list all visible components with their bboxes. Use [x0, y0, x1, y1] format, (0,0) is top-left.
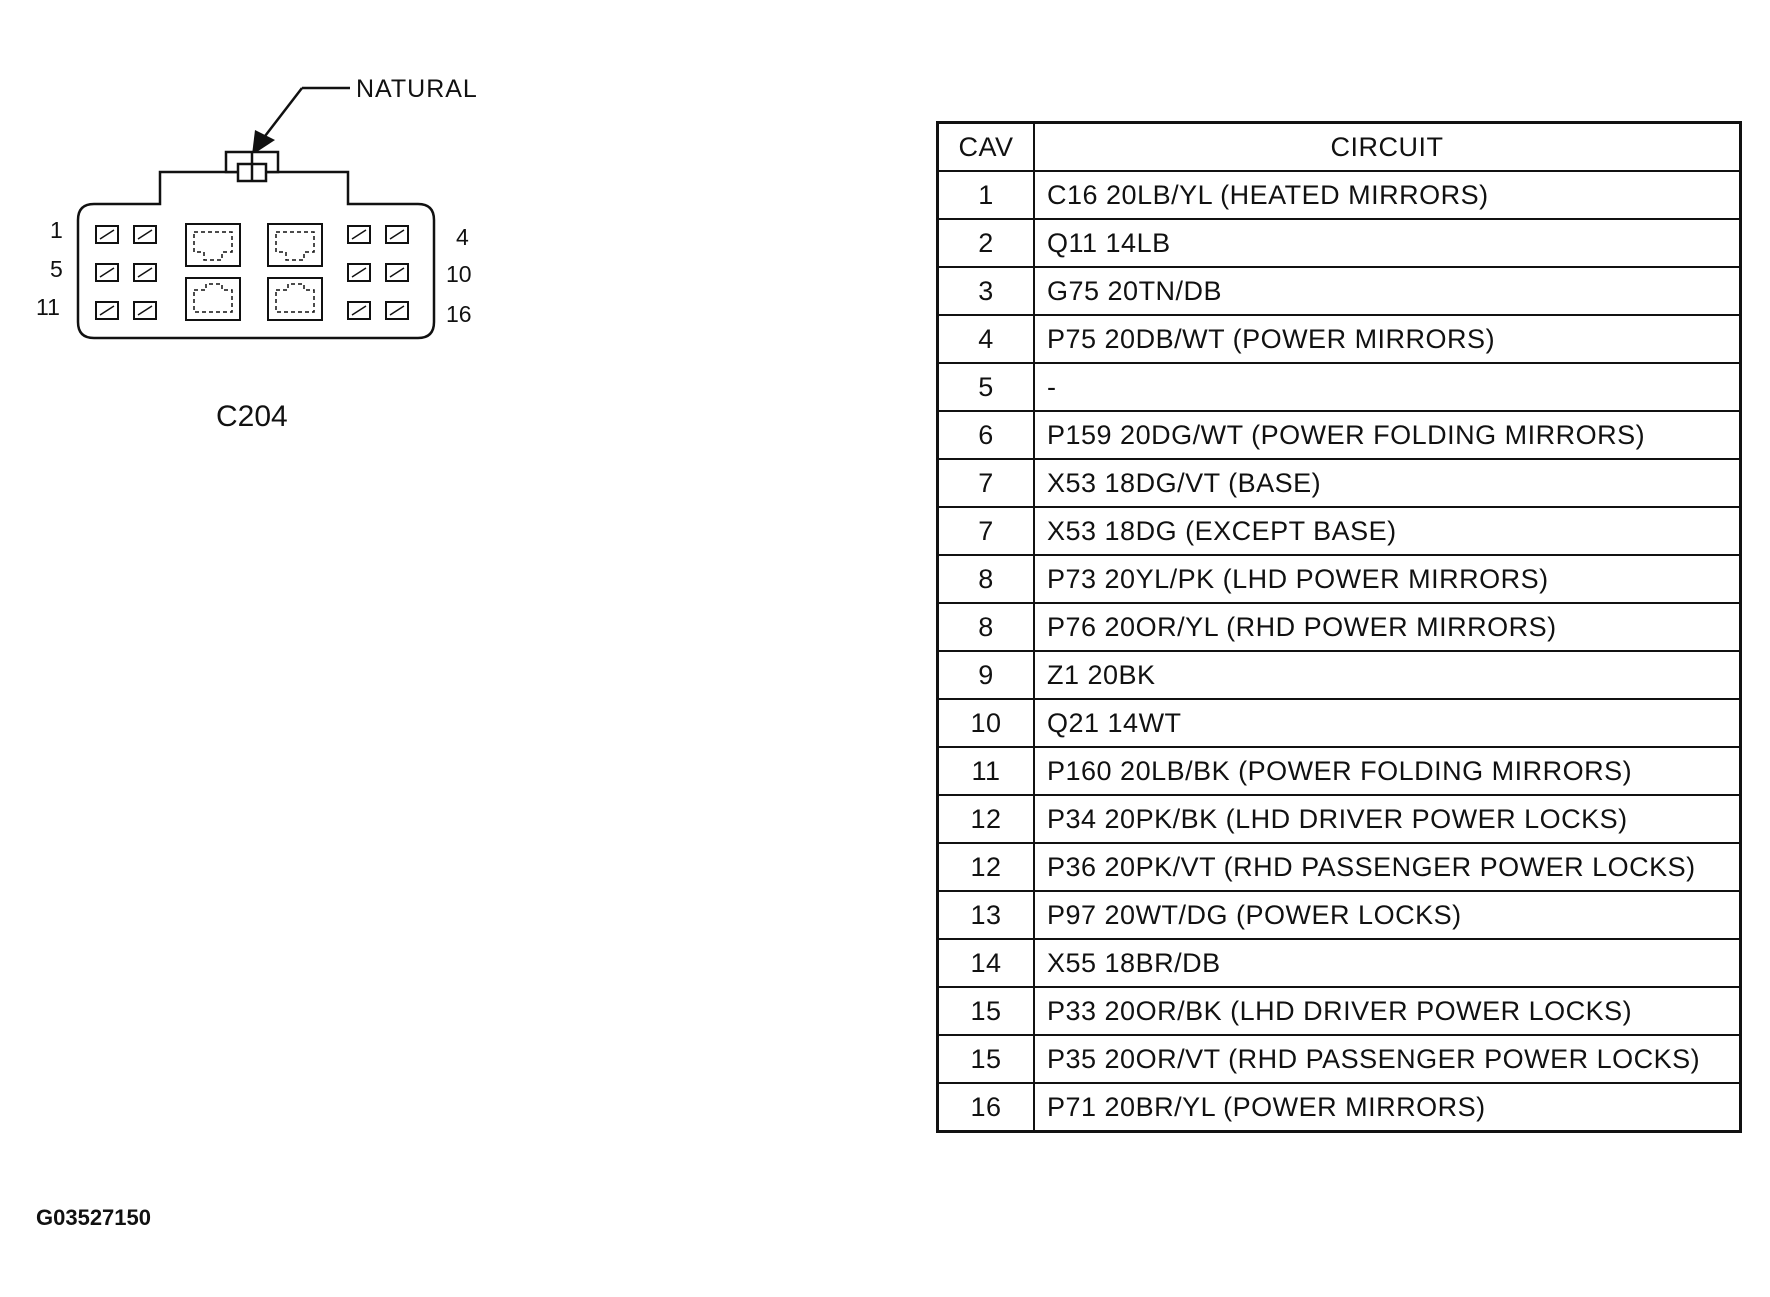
header-cav: CAV — [936, 121, 1035, 172]
circuit-cell: P76 20OR/YL (RHD POWER MIRRORS) — [1033, 602, 1742, 652]
circuit-cell: C16 20LB/YL (HEATED MIRRORS) — [1033, 170, 1742, 220]
circuit-cell: P75 20DB/WT (POWER MIRRORS) — [1033, 314, 1742, 364]
cav-cell: 13 — [936, 890, 1035, 940]
cav-cell: 15 — [936, 1034, 1035, 1084]
connector-c204-diagram: NATURAL 1 — [36, 75, 478, 433]
cavity-group-left — [95, 225, 157, 320]
cav-cell: 5 — [936, 362, 1035, 412]
cavity-label-1: 1 — [50, 217, 63, 243]
circuit-cell: P34 20PK/BK (LHD DRIVER POWER LOCKS) — [1033, 794, 1742, 844]
locking-tab — [224, 150, 280, 183]
cav-cell: 8 — [936, 554, 1035, 604]
table-row: 5- — [936, 362, 1742, 412]
circuit-cell: Q21 14WT — [1033, 698, 1742, 748]
cavity-13 — [185, 277, 241, 321]
connector-housing — [76, 170, 436, 340]
cav-cell: 6 — [936, 410, 1035, 460]
cavity-label-16: 16 — [446, 301, 472, 327]
cav-cell: 14 — [936, 938, 1035, 988]
cav-cell: 8 — [936, 602, 1035, 652]
cavity-marks — [99, 229, 405, 316]
cav-cell: 1 — [936, 170, 1035, 220]
header-circuit: CIRCUIT — [1033, 121, 1742, 172]
cav-cell: 11 — [936, 746, 1035, 796]
figure-id: G03527150 — [36, 1205, 151, 1230]
power-cavity-marks — [193, 231, 315, 313]
cav-cell: 12 — [936, 842, 1035, 892]
cav-cell: 7 — [936, 506, 1035, 556]
cav-cell: 2 — [936, 218, 1035, 268]
cavity-14 — [267, 277, 323, 321]
circuit-cell: Q11 14LB — [1033, 218, 1742, 268]
cavity-8 — [267, 223, 323, 267]
cav-cell: 16 — [936, 1082, 1035, 1133]
cav-cell: 3 — [936, 266, 1035, 316]
circuit-cell: P73 20YL/PK (LHD POWER MIRRORS) — [1033, 554, 1742, 604]
cav-cell: 10 — [936, 698, 1035, 748]
cav-cell: 4 — [936, 314, 1035, 364]
circuit-cell: P33 20OR/BK (LHD DRIVER POWER LOCKS) — [1033, 986, 1742, 1036]
callout-label: NATURAL — [356, 75, 478, 103]
cavity-label-4: 4 — [456, 224, 469, 250]
circuit-cell: X53 18DG (EXCEPT BASE) — [1033, 506, 1742, 556]
cavity-label-10: 10 — [446, 261, 472, 287]
power-cavities — [185, 223, 323, 321]
cavity-label-11: 11 — [36, 294, 60, 320]
cav-cell: 15 — [936, 986, 1035, 1036]
circuit-cell: P159 20DG/WT (POWER FOLDING MIRRORS) — [1033, 410, 1742, 460]
cav-cell: 9 — [936, 650, 1035, 700]
circuit-cell: P97 20WT/DG (POWER LOCKS) — [1033, 890, 1742, 940]
table-header-row: CAV CIRCUIT — [936, 121, 1742, 172]
circuit-cell: X53 18DG/VT (BASE) — [1033, 458, 1742, 508]
cavity-7 — [185, 223, 241, 267]
circuit-cell: X55 18BR/DB — [1033, 938, 1742, 988]
cav-cell: 12 — [936, 794, 1035, 844]
circuit-cell: - — [1033, 362, 1742, 412]
circuit-cell: Z1 20BK — [1033, 650, 1742, 700]
circuit-cell: P35 20OR/VT (RHD PASSENGER POWER LOCKS) — [1033, 1034, 1742, 1084]
cavity-group-right — [347, 225, 409, 320]
circuit-cell: P160 20LB/BK (POWER FOLDING MIRRORS) — [1033, 746, 1742, 796]
circuit-cell: P71 20BR/YL (POWER MIRRORS) — [1033, 1082, 1742, 1133]
cav-cell: 7 — [936, 458, 1035, 508]
connector-name: C204 — [216, 400, 288, 433]
callout-arrow — [261, 86, 350, 141]
callout-arrowhead — [252, 130, 275, 155]
circuit-cell: G75 20TN/DB — [1033, 266, 1742, 316]
cavity-label-5: 5 — [50, 256, 63, 282]
circuit-cell: P36 20PK/VT (RHD PASSENGER POWER LOCKS) — [1033, 842, 1742, 892]
